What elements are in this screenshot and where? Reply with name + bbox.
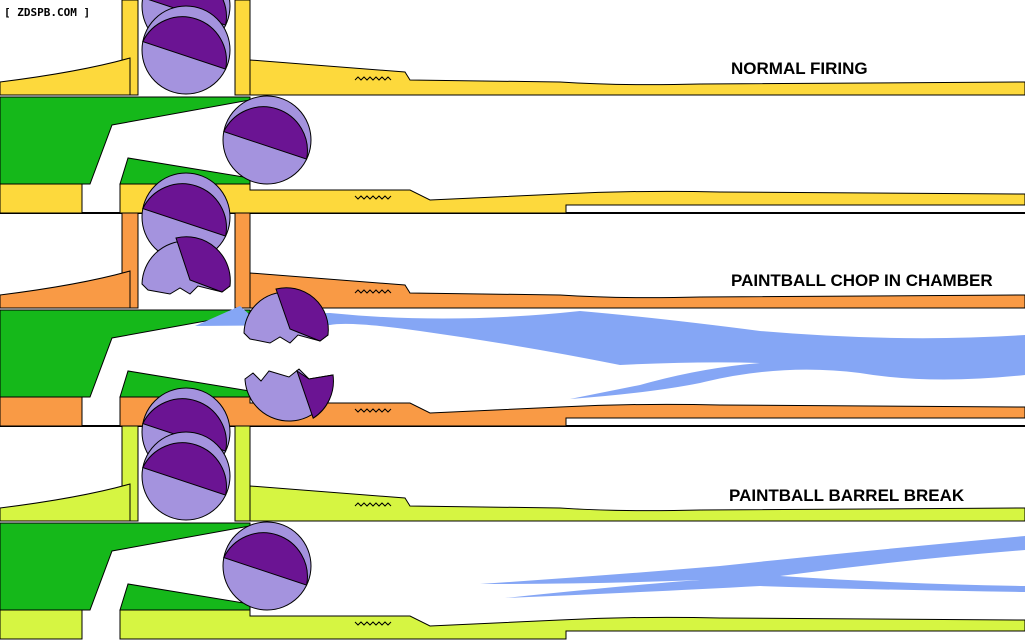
paintball-in-feed xyxy=(141,5,231,95)
lower-body-left xyxy=(0,183,83,214)
feed-neck-right xyxy=(234,0,251,96)
panel-normal: NORMAL FIRING xyxy=(0,0,1025,214)
panel-title-chop: PAINTBALL CHOP IN CHAMBER xyxy=(731,271,993,290)
panel-title-normal: NORMAL FIRING xyxy=(731,59,868,78)
paintball-in-chamber xyxy=(222,521,312,611)
lower-barrel-wall xyxy=(119,396,1025,427)
paintball-broken-upper xyxy=(243,287,329,344)
bolt-body xyxy=(0,96,251,185)
panel-title-break: PAINTBALL BARREL BREAK xyxy=(729,486,965,505)
paint-spray xyxy=(195,306,1025,399)
watermark-text: [ ZDSPB.COM ] xyxy=(4,6,90,19)
barrel-threads-top xyxy=(354,76,392,81)
upper-body-left xyxy=(0,483,131,522)
upper-body-left xyxy=(0,270,131,309)
upper-barrel-wall xyxy=(249,485,1025,522)
panel-chop: PAINTBALL CHOP IN CHAMBER xyxy=(0,172,1025,427)
paintball-in-chamber xyxy=(222,95,312,185)
feed-neck-right xyxy=(234,212,251,309)
bolt-body xyxy=(0,309,251,398)
barrel-threads-bottom xyxy=(354,621,392,626)
lower-barrel-wall xyxy=(119,609,1025,640)
lower-body-left xyxy=(0,609,83,640)
barrel-threads-top xyxy=(354,289,392,294)
barrel-threads-top xyxy=(354,502,392,507)
paintball-chopped-neck xyxy=(141,236,231,295)
panel-break: PAINTBALL BARREL BREAK xyxy=(0,387,1025,640)
upper-barrel-wall xyxy=(249,59,1025,96)
paint-spray xyxy=(480,536,1025,598)
paintball-queued-top xyxy=(141,172,231,262)
paintball-broken-lower xyxy=(244,368,334,422)
barrel-threads-bottom xyxy=(354,195,392,200)
upper-barrel-wall xyxy=(249,272,1025,309)
feed-neck-right xyxy=(234,425,251,522)
barrel-threads-bottom xyxy=(354,408,392,413)
lower-barrel-wall xyxy=(119,183,1025,214)
paintball-in-feed xyxy=(141,431,231,521)
lower-body-left xyxy=(0,396,83,427)
upper-body-left xyxy=(0,57,131,96)
bolt-body xyxy=(0,522,251,611)
